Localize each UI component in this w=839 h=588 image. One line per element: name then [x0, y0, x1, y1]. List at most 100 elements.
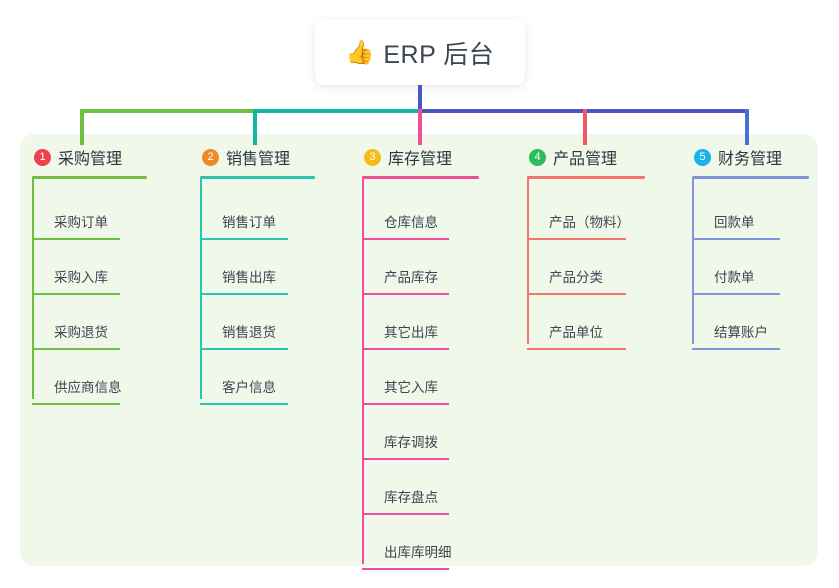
leaf-rule: [362, 403, 449, 405]
branch-spine: [692, 179, 694, 344]
connector-drop-1: [80, 109, 84, 145]
leaf-node[interactable]: 采购订单: [32, 185, 147, 240]
leaf-rule: [362, 458, 449, 460]
leaf-node[interactable]: 付款单: [692, 240, 809, 295]
branch-items-3: 仓库信息产品库存其它出库其它入库库存调拨库存盘点出库库明细: [362, 179, 479, 570]
branch-title: 产品管理: [553, 151, 618, 168]
leaf-rule: [32, 403, 120, 405]
connector-drop-2: [253, 109, 257, 145]
leaf-node[interactable]: 出库库明细: [362, 515, 479, 570]
leaf-node[interactable]: 采购入库: [32, 240, 147, 295]
leaf-label: 库存盘点: [384, 490, 438, 505]
leaf-label: 仓库信息: [384, 215, 438, 230]
leaf-rule: [200, 293, 288, 295]
leaf-label: 产品（物料）: [549, 215, 630, 230]
leaf-label: 付款单: [714, 270, 755, 285]
branch-header-1[interactable]: 1 采购管理: [32, 145, 147, 169]
branch-spine: [200, 179, 202, 399]
leaf-node[interactable]: 回款单: [692, 185, 809, 240]
leaf-node[interactable]: 其它入库: [362, 350, 479, 405]
thumbs-up-icon: 👍: [345, 39, 375, 65]
branch-header-4[interactable]: 4 产品管理: [527, 145, 645, 169]
leaf-label: 其它出库: [384, 325, 438, 340]
leaf-rule: [527, 293, 626, 295]
leaf-rule: [200, 403, 288, 405]
connector-root-stem: [418, 85, 422, 112]
leaf-node[interactable]: 其它出库: [362, 295, 479, 350]
leaf-rule: [362, 293, 449, 295]
branch-header-rule: [692, 176, 809, 179]
branch-column-1: 1 采购管理采购订单采购入库采购退货供应商信息: [32, 145, 147, 405]
branch-items-5: 回款单付款单结算账户: [692, 179, 809, 350]
branch-header-rule: [362, 176, 479, 179]
branch-column-2: 2 销售管理销售订单销售出库销售退货客户信息: [200, 145, 315, 405]
leaf-rule: [200, 238, 288, 240]
leaf-node[interactable]: 销售订单: [200, 185, 315, 240]
branch-number-badge: 2: [202, 148, 219, 166]
connector-bus-left: [80, 109, 255, 113]
branch-title: 采购管理: [58, 151, 123, 168]
leaf-label: 供应商信息: [54, 380, 122, 395]
branch-header-5[interactable]: 5 财务管理: [692, 145, 809, 169]
leaf-node[interactable]: 采购退货: [32, 295, 147, 350]
leaf-node[interactable]: 库存调拨: [362, 405, 479, 460]
branch-number-badge: 1: [34, 148, 51, 166]
connector-bus-middle: [253, 109, 420, 113]
branch-header-2[interactable]: 2 销售管理: [200, 145, 315, 169]
leaf-node[interactable]: 产品单位: [527, 295, 645, 350]
leaf-label: 产品单位: [549, 325, 603, 340]
leaf-label: 其它入库: [384, 380, 438, 395]
branch-title: 销售管理: [226, 151, 291, 168]
leaf-label: 销售订单: [222, 215, 276, 230]
leaf-node[interactable]: 销售退货: [200, 295, 315, 350]
branch-header-rule: [32, 176, 147, 179]
branch-spine: [32, 179, 34, 399]
branch-number-badge: 5: [694, 148, 711, 166]
branch-items-1: 采购订单采购入库采购退货供应商信息: [32, 179, 147, 405]
leaf-node[interactable]: 产品（物料）: [527, 185, 645, 240]
leaf-node[interactable]: 产品分类: [527, 240, 645, 295]
leaf-node[interactable]: 供应商信息: [32, 350, 147, 405]
branch-header-rule: [527, 176, 645, 179]
leaf-label: 出库库明细: [384, 545, 452, 560]
leaf-rule: [362, 348, 449, 350]
branch-number-badge: 4: [529, 148, 546, 166]
leaf-node[interactable]: 产品库存: [362, 240, 479, 295]
connector-drop-5: [745, 109, 749, 145]
branch-column-5: 5 财务管理回款单付款单结算账户: [692, 145, 809, 350]
leaf-node[interactable]: 结算账户: [692, 295, 809, 350]
branch-spine: [527, 179, 529, 344]
branch-title: 财务管理: [718, 151, 783, 168]
leaf-node[interactable]: 销售出库: [200, 240, 315, 295]
leaf-rule: [362, 238, 449, 240]
branch-header-rule: [200, 176, 315, 179]
connector-bus-right: [418, 109, 747, 113]
connector-drop-3: [418, 109, 422, 145]
leaf-rule: [692, 293, 780, 295]
connector-drop-4: [583, 109, 587, 145]
leaf-label: 产品库存: [384, 270, 438, 285]
leaf-node[interactable]: 库存盘点: [362, 460, 479, 515]
leaf-rule: [200, 348, 288, 350]
leaf-rule: [692, 238, 780, 240]
leaf-node[interactable]: 客户信息: [200, 350, 315, 405]
leaf-label: 结算账户: [714, 325, 768, 340]
branch-title: 库存管理: [388, 151, 453, 168]
leaf-rule: [362, 513, 449, 515]
leaf-label: 采购入库: [54, 270, 108, 285]
leaf-label: 销售退货: [222, 325, 276, 340]
root-node[interactable]: 👍 ERP 后台: [315, 20, 525, 85]
leaf-rule: [692, 348, 780, 350]
leaf-label: 产品分类: [549, 270, 603, 285]
leaf-label: 客户信息: [222, 380, 276, 395]
leaf-label: 销售出库: [222, 270, 276, 285]
branch-column-4: 4 产品管理产品（物料） 产品分类产品单位: [527, 145, 645, 350]
leaf-rule: [32, 238, 120, 240]
leaf-rule: [32, 348, 120, 350]
leaf-rule: [32, 293, 120, 295]
leaf-node[interactable]: 仓库信息: [362, 185, 479, 240]
root-title: ERP 后台: [383, 40, 495, 69]
leaf-rule: [362, 568, 449, 570]
